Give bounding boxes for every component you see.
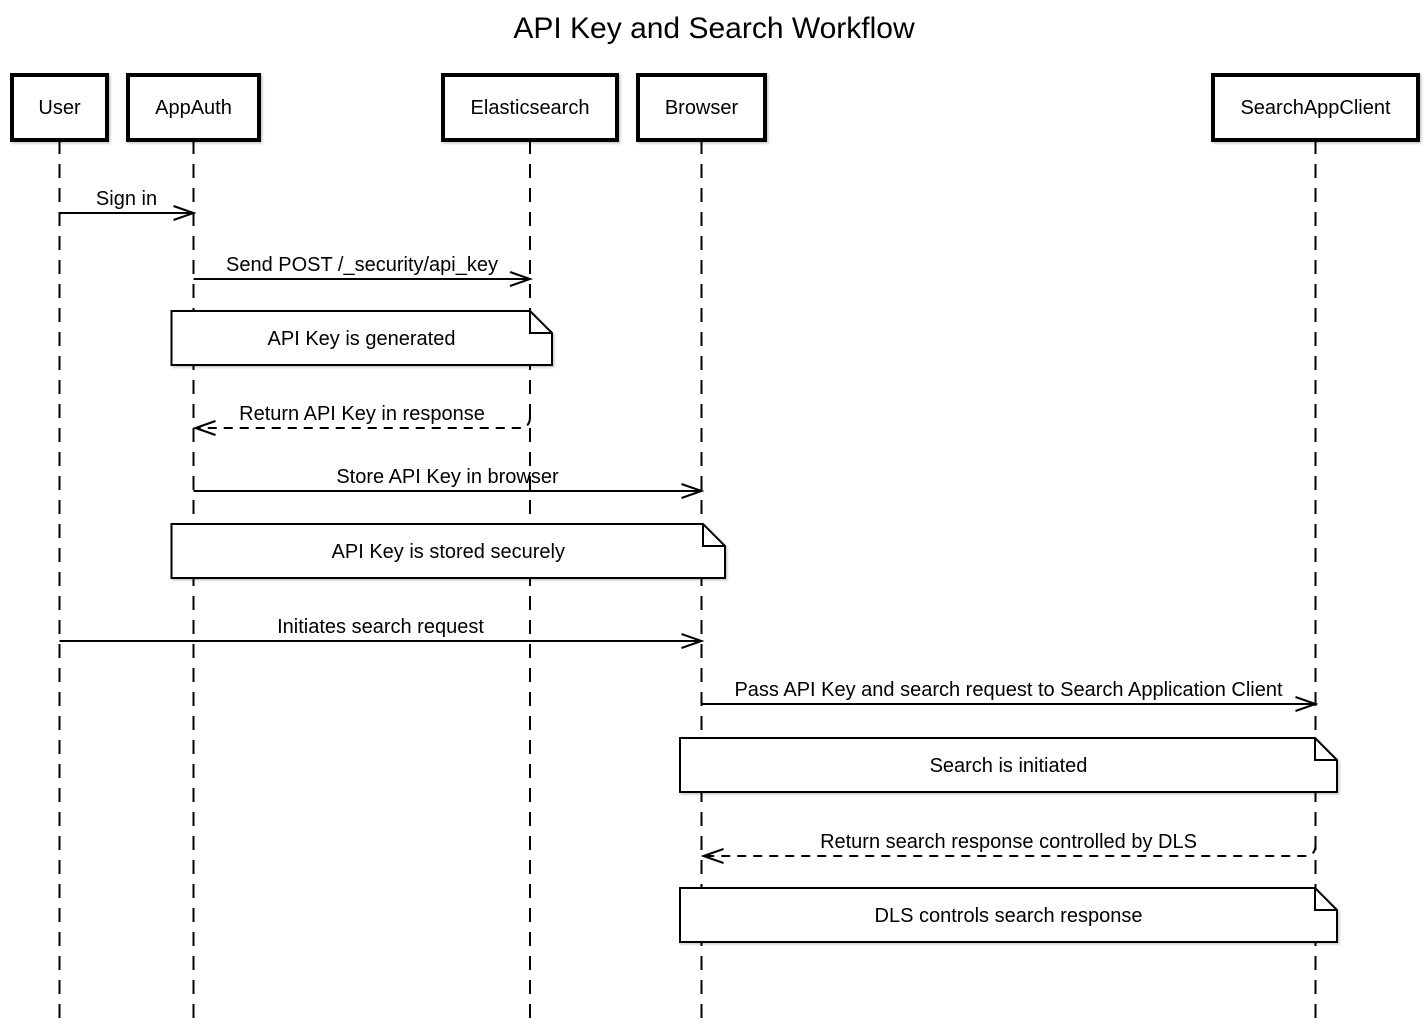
actor-box-elasticsearch: [441, 73, 619, 142]
message-store-api-key: Store API Key in browser: [193, 466, 705, 499]
note-label: API Key is generated: [268, 328, 456, 350]
message-label: Sign in: [96, 188, 157, 210]
message-label: Return search response controlled by DLS: [820, 831, 1197, 853]
arrowhead-left-icon: [700, 848, 724, 864]
message-label: Pass API Key and search request to Searc…: [734, 679, 1283, 701]
message-return-search-response: Return search response controlled by DLS: [700, 831, 1317, 864]
arrowhead-right-icon: [681, 483, 705, 499]
message-line: [195, 416, 531, 429]
message-label: Send POST /_security/api_key: [226, 254, 498, 276]
message-send-post-api-key: Send POST /_security/api_key: [193, 254, 534, 287]
note-shape: [679, 737, 1338, 793]
note-fold-corner-icon: [702, 524, 725, 547]
actor-label-user: User: [38, 97, 81, 119]
actor-box-appauth: [126, 73, 261, 142]
actor-label-browser: Browser: [665, 97, 739, 119]
note-api-key-generated: API Key is generated: [170, 310, 553, 366]
arrowhead-left-icon: [192, 420, 216, 436]
message-pass-api-key: Pass API Key and search request to Searc…: [701, 679, 1319, 712]
note-fold-corner-icon: [1314, 888, 1337, 911]
arrowhead-right-icon: [1295, 696, 1319, 712]
message-initiates-search: Initiates search request: [59, 616, 705, 649]
note-shape: [679, 887, 1338, 943]
actor-label-searchappclient: SearchAppClient: [1240, 97, 1391, 119]
actor-elasticsearch: Elasticsearch: [441, 73, 619, 142]
note-fold-corner-icon: [529, 311, 552, 334]
actor-box-browser: [636, 73, 767, 142]
actor-label-elasticsearch: Elasticsearch: [471, 97, 590, 119]
actor-label-appauth: AppAuth: [155, 97, 232, 119]
note-shape: [170, 310, 553, 366]
actor-browser: Browser: [636, 73, 767, 142]
arrowhead-right-icon: [173, 205, 197, 221]
note-search-initiated: Search is initiated: [679, 737, 1338, 793]
note-label: API Key is stored securely: [332, 541, 565, 563]
message-label: Store API Key in browser: [336, 466, 559, 488]
arrowhead-right-icon: [509, 271, 534, 287]
actor-appauth: AppAuth: [126, 73, 261, 142]
note-fold-corner-icon: [1314, 738, 1337, 761]
note-label: DLS controls search response: [875, 905, 1143, 927]
message-label: Initiates search request: [277, 616, 484, 638]
actor-box-user: [10, 73, 109, 142]
actor-box-searchappclient: [1211, 73, 1420, 142]
note-label: Search is initiated: [930, 755, 1088, 777]
message-line: [703, 844, 1317, 857]
note-dls-controls-response: DLS controls search response: [679, 887, 1338, 943]
note-shape: [170, 523, 726, 579]
message-return-api-key: Return API Key in response: [192, 403, 531, 436]
actor-user: User: [10, 73, 109, 142]
diagram-title: API Key and Search Workflow: [513, 12, 915, 45]
arrowhead-right-icon: [681, 633, 705, 649]
actor-searchappclient: SearchAppClient: [1211, 73, 1420, 142]
message-sign-in: Sign in: [59, 188, 197, 221]
message-label: Return API Key in response: [239, 403, 485, 425]
note-api-key-stored: API Key is stored securely: [170, 523, 726, 579]
